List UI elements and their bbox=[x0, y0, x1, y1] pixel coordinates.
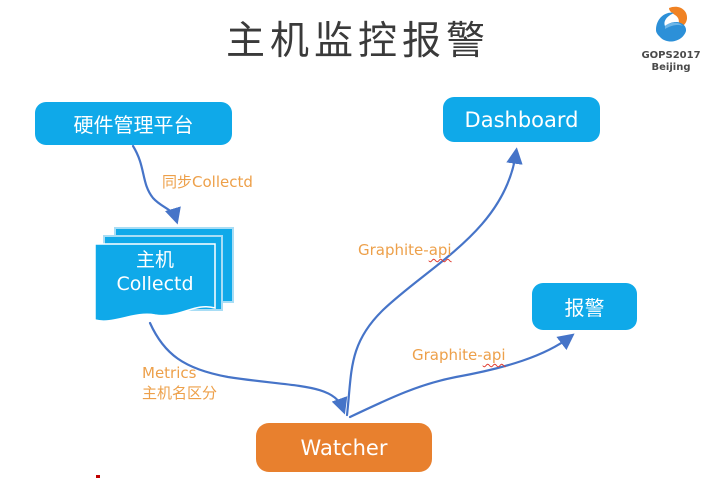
node-watcher-label: Watcher bbox=[300, 435, 388, 460]
node-dashboard-label: Dashboard bbox=[464, 107, 579, 132]
red-dot-artifact bbox=[96, 475, 100, 478]
edge-label-metrics: Metrics 主机名区分 bbox=[142, 363, 217, 403]
graphite-alert-api: api bbox=[482, 346, 506, 364]
stacked-cards-shape bbox=[94, 227, 234, 322]
edge-graphite-dashboard-arrow bbox=[345, 147, 523, 417]
logo-text-beijing: Beijing bbox=[651, 62, 691, 73]
gops-swirl-icon bbox=[656, 6, 688, 42]
node-hardware-platform: 硬件管理平台 bbox=[35, 102, 232, 145]
graphite-alert-prefix: Graphite- bbox=[412, 346, 483, 364]
edge-label-metrics-line2: 主机名区分 bbox=[142, 384, 218, 402]
node-alert: 报警 bbox=[532, 283, 637, 330]
node-host-collectd: 主机 Collectd bbox=[93, 226, 235, 326]
edge-label-metrics-line1: Metrics bbox=[142, 364, 197, 382]
node-dashboard: Dashboard bbox=[443, 97, 600, 142]
graphite-dash-api: api bbox=[428, 241, 452, 259]
node-watcher: Watcher bbox=[256, 423, 432, 472]
graphite-dash-prefix: Graphite- bbox=[358, 241, 429, 259]
edge-label-sync-collectd: 同步Collectd bbox=[162, 173, 253, 191]
node-hardware-label: 硬件管理平台 bbox=[73, 113, 194, 137]
logo-text-gops: GOPS2017 bbox=[641, 50, 701, 61]
edge-label-graphite-api-alert: Graphite-api bbox=[412, 345, 506, 365]
node-alert-label: 报警 bbox=[564, 296, 605, 320]
node-collectd-line2: Collectd bbox=[116, 273, 194, 295]
gops-logo: GOPS2017 Beijing bbox=[632, 3, 710, 74]
node-collectd-line1: 主机 bbox=[135, 249, 174, 271]
page-title: 主机监控报警 bbox=[225, 19, 490, 64]
node-collectd-labels: 主机 Collectd bbox=[95, 248, 215, 296]
edge-label-graphite-api-dashboard: Graphite-api bbox=[358, 240, 452, 260]
